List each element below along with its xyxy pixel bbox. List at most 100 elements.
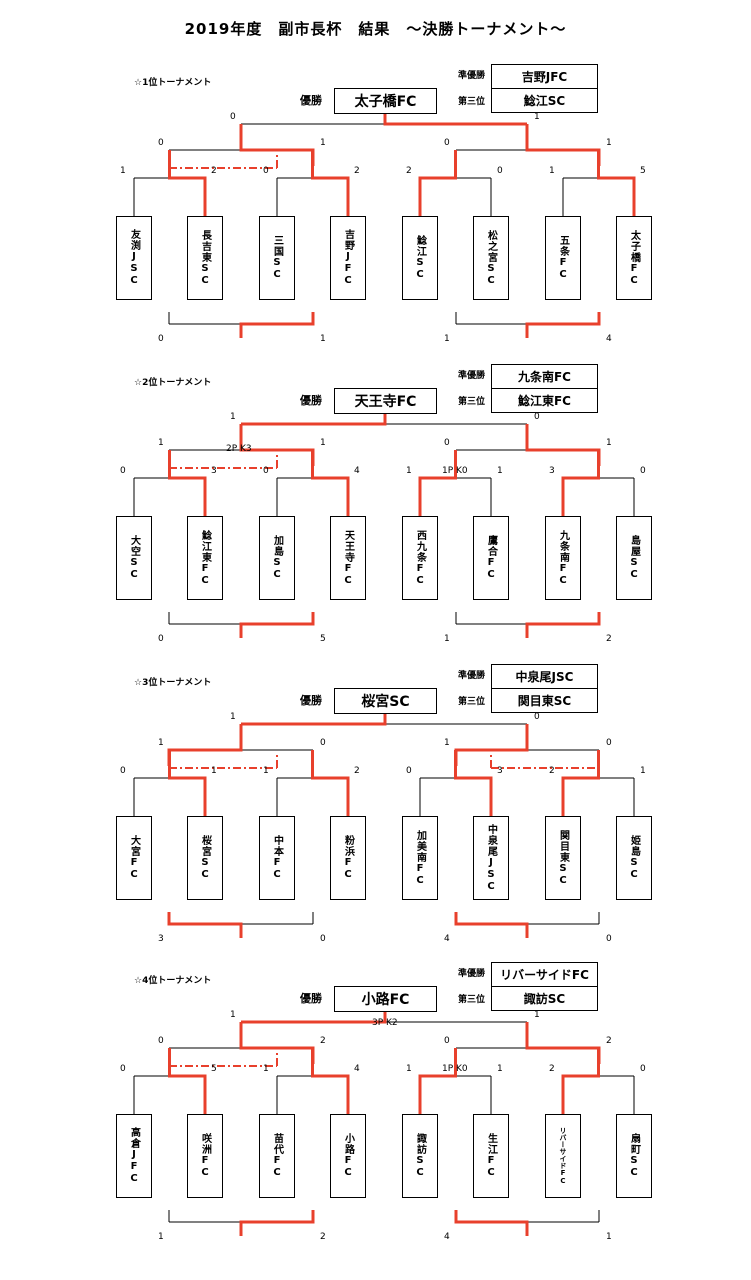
score-label: 1 [263,766,269,776]
team-box: 桜宮SC [187,816,223,900]
bracket-path [311,150,350,216]
score-label: 1 [120,166,126,176]
bracket-path [454,1210,529,1236]
score-label: 1 [497,1064,503,1074]
bracket-path [241,414,387,426]
pk-label: 3P K2 [372,1018,398,1028]
bracket-path [525,424,601,466]
bracket-path [168,450,207,516]
team-box: 扇町SC [616,1114,652,1198]
team-box: 諏訪SC [402,1114,438,1198]
score-label: 3 [497,766,503,776]
score-label: 1 [406,466,412,476]
bracket-path [454,912,529,938]
bracket-path [168,750,207,816]
bracket-path [561,750,600,816]
bracket-path [525,312,601,338]
score-label: 1 [230,712,236,722]
score-label: 0 [158,634,164,644]
third-label: 第三位 [458,697,486,707]
score-label: 2 [606,1036,612,1046]
team-box: 長吉東SC [187,216,223,300]
team-box: 鯰江東FC [187,516,223,600]
team-name: 天王寺FC [342,529,354,587]
score-label: 2 [320,1036,326,1046]
bracket-path [418,450,457,516]
bracket-path [239,612,315,638]
score-label: 1 [320,138,326,148]
team-box: 姫島SC [616,816,652,900]
team-box: 大空SC [116,516,152,600]
team-name: 高倉JFC [128,1127,140,1185]
score-label: 1 [211,766,217,776]
bracket-path [239,424,315,466]
bracket-svg [133,714,635,938]
bracket-path [454,724,529,766]
score-label: 1 [534,112,540,122]
score-label: 1 [549,166,555,176]
score-label: 4 [354,1064,360,1074]
team-name: 松之宮SC [485,229,497,287]
third-label: 第三位 [458,995,486,1005]
score-label: 0 [497,166,503,176]
team-name: 桜宮SC [199,835,211,881]
score-label: 1 [158,1232,164,1242]
team-name: 中泉尾JSC [485,823,497,893]
score-label: 0 [320,738,326,748]
bracket-path [168,150,207,216]
bracket-path [525,1022,601,1064]
bracket-svg [133,114,636,338]
team-name: 長吉東SC [199,229,211,287]
bracket-path [597,150,636,216]
score-label: 0 [606,738,612,748]
score-label: 1 [320,334,326,344]
score-label: 2 [354,766,360,776]
score-label: 0 [120,466,126,476]
score-label: 0 [444,438,450,448]
score-label: 2 [549,1064,555,1074]
bracket-path [561,1048,600,1114]
team-name: 吉野JFC [342,229,354,287]
score-label: 4 [444,934,450,944]
bracket-path [525,612,601,638]
team-name: 粉浜FC [342,835,354,881]
runner-up-box: 九条南FC [491,364,598,389]
team-box: 吉野JFC [330,216,366,300]
team-name: 三国SC [271,235,283,281]
score-label: 3 [211,466,217,476]
bracket-path [525,124,601,166]
score-label: 1 [497,466,503,476]
score-label: 5 [211,1064,217,1074]
score-label: 0 [230,112,236,122]
champion-label: 優勝 [300,394,322,407]
score-label: 1 [406,1064,412,1074]
team-name: 大宮FC [128,835,140,881]
bracket-svg [133,414,635,638]
section-heading: ☆1位トーナメント [134,78,212,88]
score-label: 1 [158,738,164,748]
team-box: 天王寺FC [330,516,366,600]
runner-up-box: 中泉尾JSC [491,664,598,689]
team-name: 鯰江東FC [199,529,211,587]
score-label: 1 [263,1064,269,1074]
runner-up-label: 準優勝 [458,71,486,81]
third-label: 第三位 [458,397,486,407]
team-name: 生江FC [485,1133,497,1179]
third-box: 諏訪SC [491,986,598,1011]
score-label: 1 [606,138,612,148]
score-label: 1 [606,438,612,448]
team-name: 友渕JSC [128,229,140,287]
team-box: 関目東SC [545,816,581,900]
champion-box: 天王寺FC [334,388,437,414]
team-name: 九条南FC [557,529,569,587]
team-box: 苗代FC [259,1114,295,1198]
score-label: 3 [158,934,164,944]
team-name: 加島SC [271,535,283,581]
score-label: 1 [444,334,450,344]
score-label: 3 [549,466,555,476]
runner-up-box: リバーサイドFC [491,962,598,987]
third-box: 鯰江SC [491,88,598,113]
team-name: 島屋SC [628,535,640,581]
champion-box: 小路FC [334,986,437,1012]
runner-up-label: 準優勝 [458,371,486,381]
